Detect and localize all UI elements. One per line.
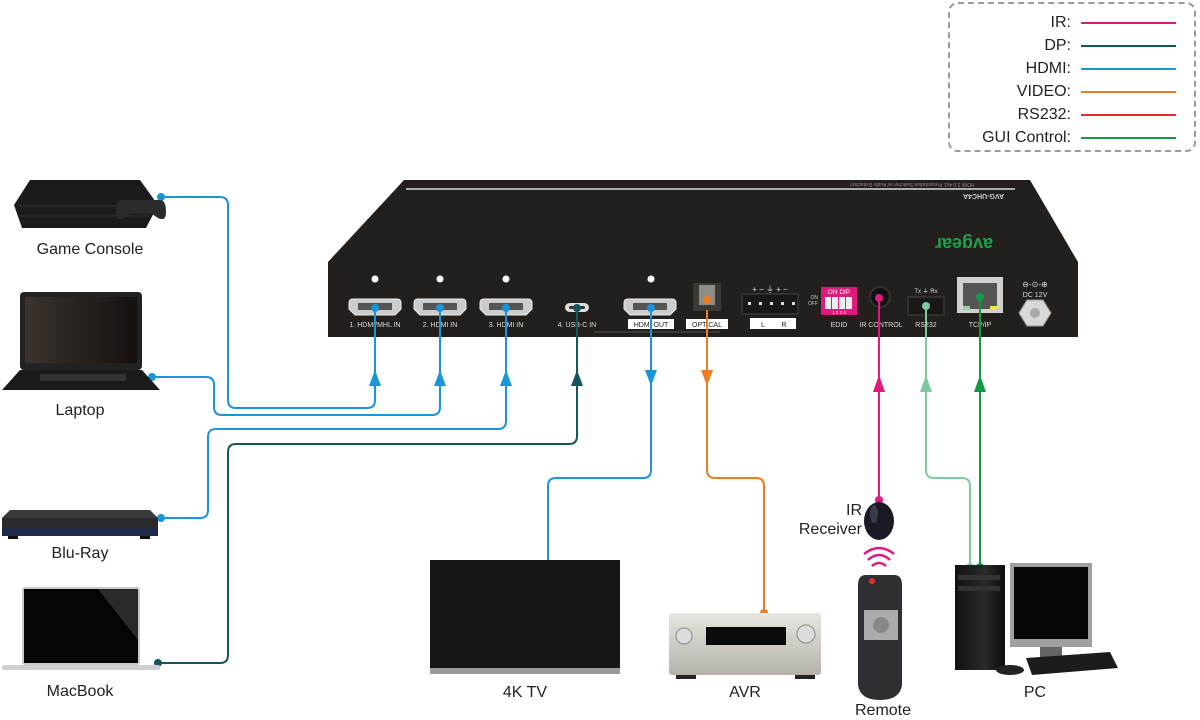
dot: [371, 304, 379, 312]
edid-dip-switch[interactable]: [821, 287, 857, 315]
audio-lr-label-bg: [750, 318, 796, 329]
ir-receiver-label: IR Receiver: [780, 501, 862, 539]
arrow-up-hdmi3: [500, 370, 512, 386]
dc-label: DC 12V: [1023, 292, 1048, 299]
cable-pc-rs232: [925, 306, 971, 567]
dot: [976, 293, 984, 301]
audio-l-label: L: [761, 322, 765, 329]
dot: [875, 294, 883, 302]
ir-receiver-label-line1: IR: [846, 502, 862, 519]
legend-label: HDMI:: [1025, 60, 1071, 77]
legend: IR: DP: HDMI: VIDEO: RS232: GUI Control:: [948, 2, 1196, 152]
dot: [157, 193, 165, 201]
legend-item-dp: DP:: [1044, 35, 1176, 57]
legend-line-video: [1081, 91, 1176, 93]
legend-label: DP:: [1044, 37, 1071, 54]
game-console-image: [14, 180, 166, 228]
dot: [875, 496, 883, 504]
arrow-down-hdmi-out: [645, 370, 657, 386]
edid-label: EDID: [831, 322, 848, 329]
legend-label: GUI Control:: [982, 129, 1071, 146]
laptop-image: [2, 292, 160, 390]
source-label-game-console: Game Console: [36, 241, 144, 258]
cables: [152, 196, 981, 664]
legend-line-dp: [1081, 45, 1176, 47]
legend-item-video: VIDEO:: [1017, 81, 1176, 103]
arrow-up-hdmi2: [434, 370, 446, 386]
audio-r-label: R: [781, 322, 786, 329]
dip-off-label: OFF: [808, 301, 818, 307]
arrows: [369, 370, 986, 392]
legend-line-rs232: [1081, 114, 1176, 116]
brand-logo: avgear: [935, 234, 993, 254]
audio-terminal-block[interactable]: [741, 293, 799, 315]
dot: [922, 302, 930, 310]
legend-item-ir: IR:: [1051, 12, 1176, 34]
led-out: [647, 275, 655, 283]
legend-label: VIDEO:: [1016, 83, 1071, 100]
avr-image: [669, 613, 821, 679]
dc-power-jack[interactable]: [1018, 299, 1052, 327]
dot: [436, 304, 444, 312]
led-2: [436, 275, 444, 283]
legend-line-hdmi: [1081, 68, 1176, 70]
tv-image: [430, 560, 620, 674]
legend-label: RS232:: [1017, 106, 1071, 123]
ir-signal-icon: [863, 546, 895, 567]
dot: [157, 514, 165, 522]
remote-image: [858, 575, 902, 700]
cable-tv-hdmi: [547, 310, 652, 565]
cable-game-console-hdmi: [162, 196, 376, 409]
arrow-up-ir: [873, 375, 885, 392]
source-label-macbook: MacBook: [46, 683, 114, 700]
dip-on-label: ON: [811, 295, 819, 301]
arrow-up-rs232: [920, 375, 932, 392]
audio-terminal-symbols: + − ⏚ + −: [752, 285, 788, 294]
legend-line-gui: [1081, 137, 1176, 139]
device-top: [328, 180, 1078, 262]
bluray-player-image: [2, 510, 158, 539]
cable-bluray-hdmi: [160, 310, 507, 519]
device-subtitle: HDMI 2.0 4x1 Presentation Switcher w/ Au…: [850, 181, 975, 187]
macbook-image: [2, 587, 160, 670]
cable-laptop-hdmi: [152, 310, 441, 416]
legend-item-hdmi: HDMI:: [1026, 58, 1176, 80]
source-label-laptop: Laptop: [55, 402, 105, 419]
dip-title: ON DIP: [828, 289, 850, 296]
ir-receiver-label-line2: Receiver: [798, 521, 862, 538]
arrow-down-optical: [701, 370, 713, 386]
dc-polarity-icon: ⊖-⊙-⊕: [1022, 280, 1047, 289]
pc-image: [955, 563, 1118, 675]
led-3: [502, 275, 510, 283]
ir-receiver-image: [864, 502, 894, 540]
arrow-up-gui: [974, 375, 986, 392]
ir-control-label: IR CONTROL: [859, 322, 902, 329]
cable-avr-optical: [706, 310, 765, 613]
arrow-up-hdmi1: [369, 370, 381, 386]
dot: [502, 304, 510, 312]
legend-label: IR:: [1050, 14, 1071, 31]
dot: [703, 296, 711, 304]
game-controller-icon: [116, 200, 166, 220]
cable-macbook-dp: [158, 310, 578, 664]
dip-numbers: 1 2 3 4: [832, 310, 846, 315]
rs232-pin-labels: Tx ⏚ Rx: [914, 288, 937, 295]
legend-line-ir: [1081, 22, 1176, 24]
led-1: [371, 275, 379, 283]
output-label-remote: Remote: [854, 702, 912, 719]
device-model: AVG-UHC4A: [963, 192, 1004, 199]
output-label-pc: PC: [1023, 684, 1047, 701]
output-label-tv: 4K TV: [502, 684, 548, 701]
arrow-up-usbc: [571, 370, 583, 386]
dot: [573, 304, 581, 312]
legend-item-rs232: RS232:: [1018, 104, 1176, 126]
dot: [647, 304, 655, 312]
source-label-bluray: Blu-Ray: [51, 545, 109, 562]
legend-item-gui: GUI Control:: [982, 127, 1176, 149]
output-label-avr: AVR: [729, 684, 761, 701]
